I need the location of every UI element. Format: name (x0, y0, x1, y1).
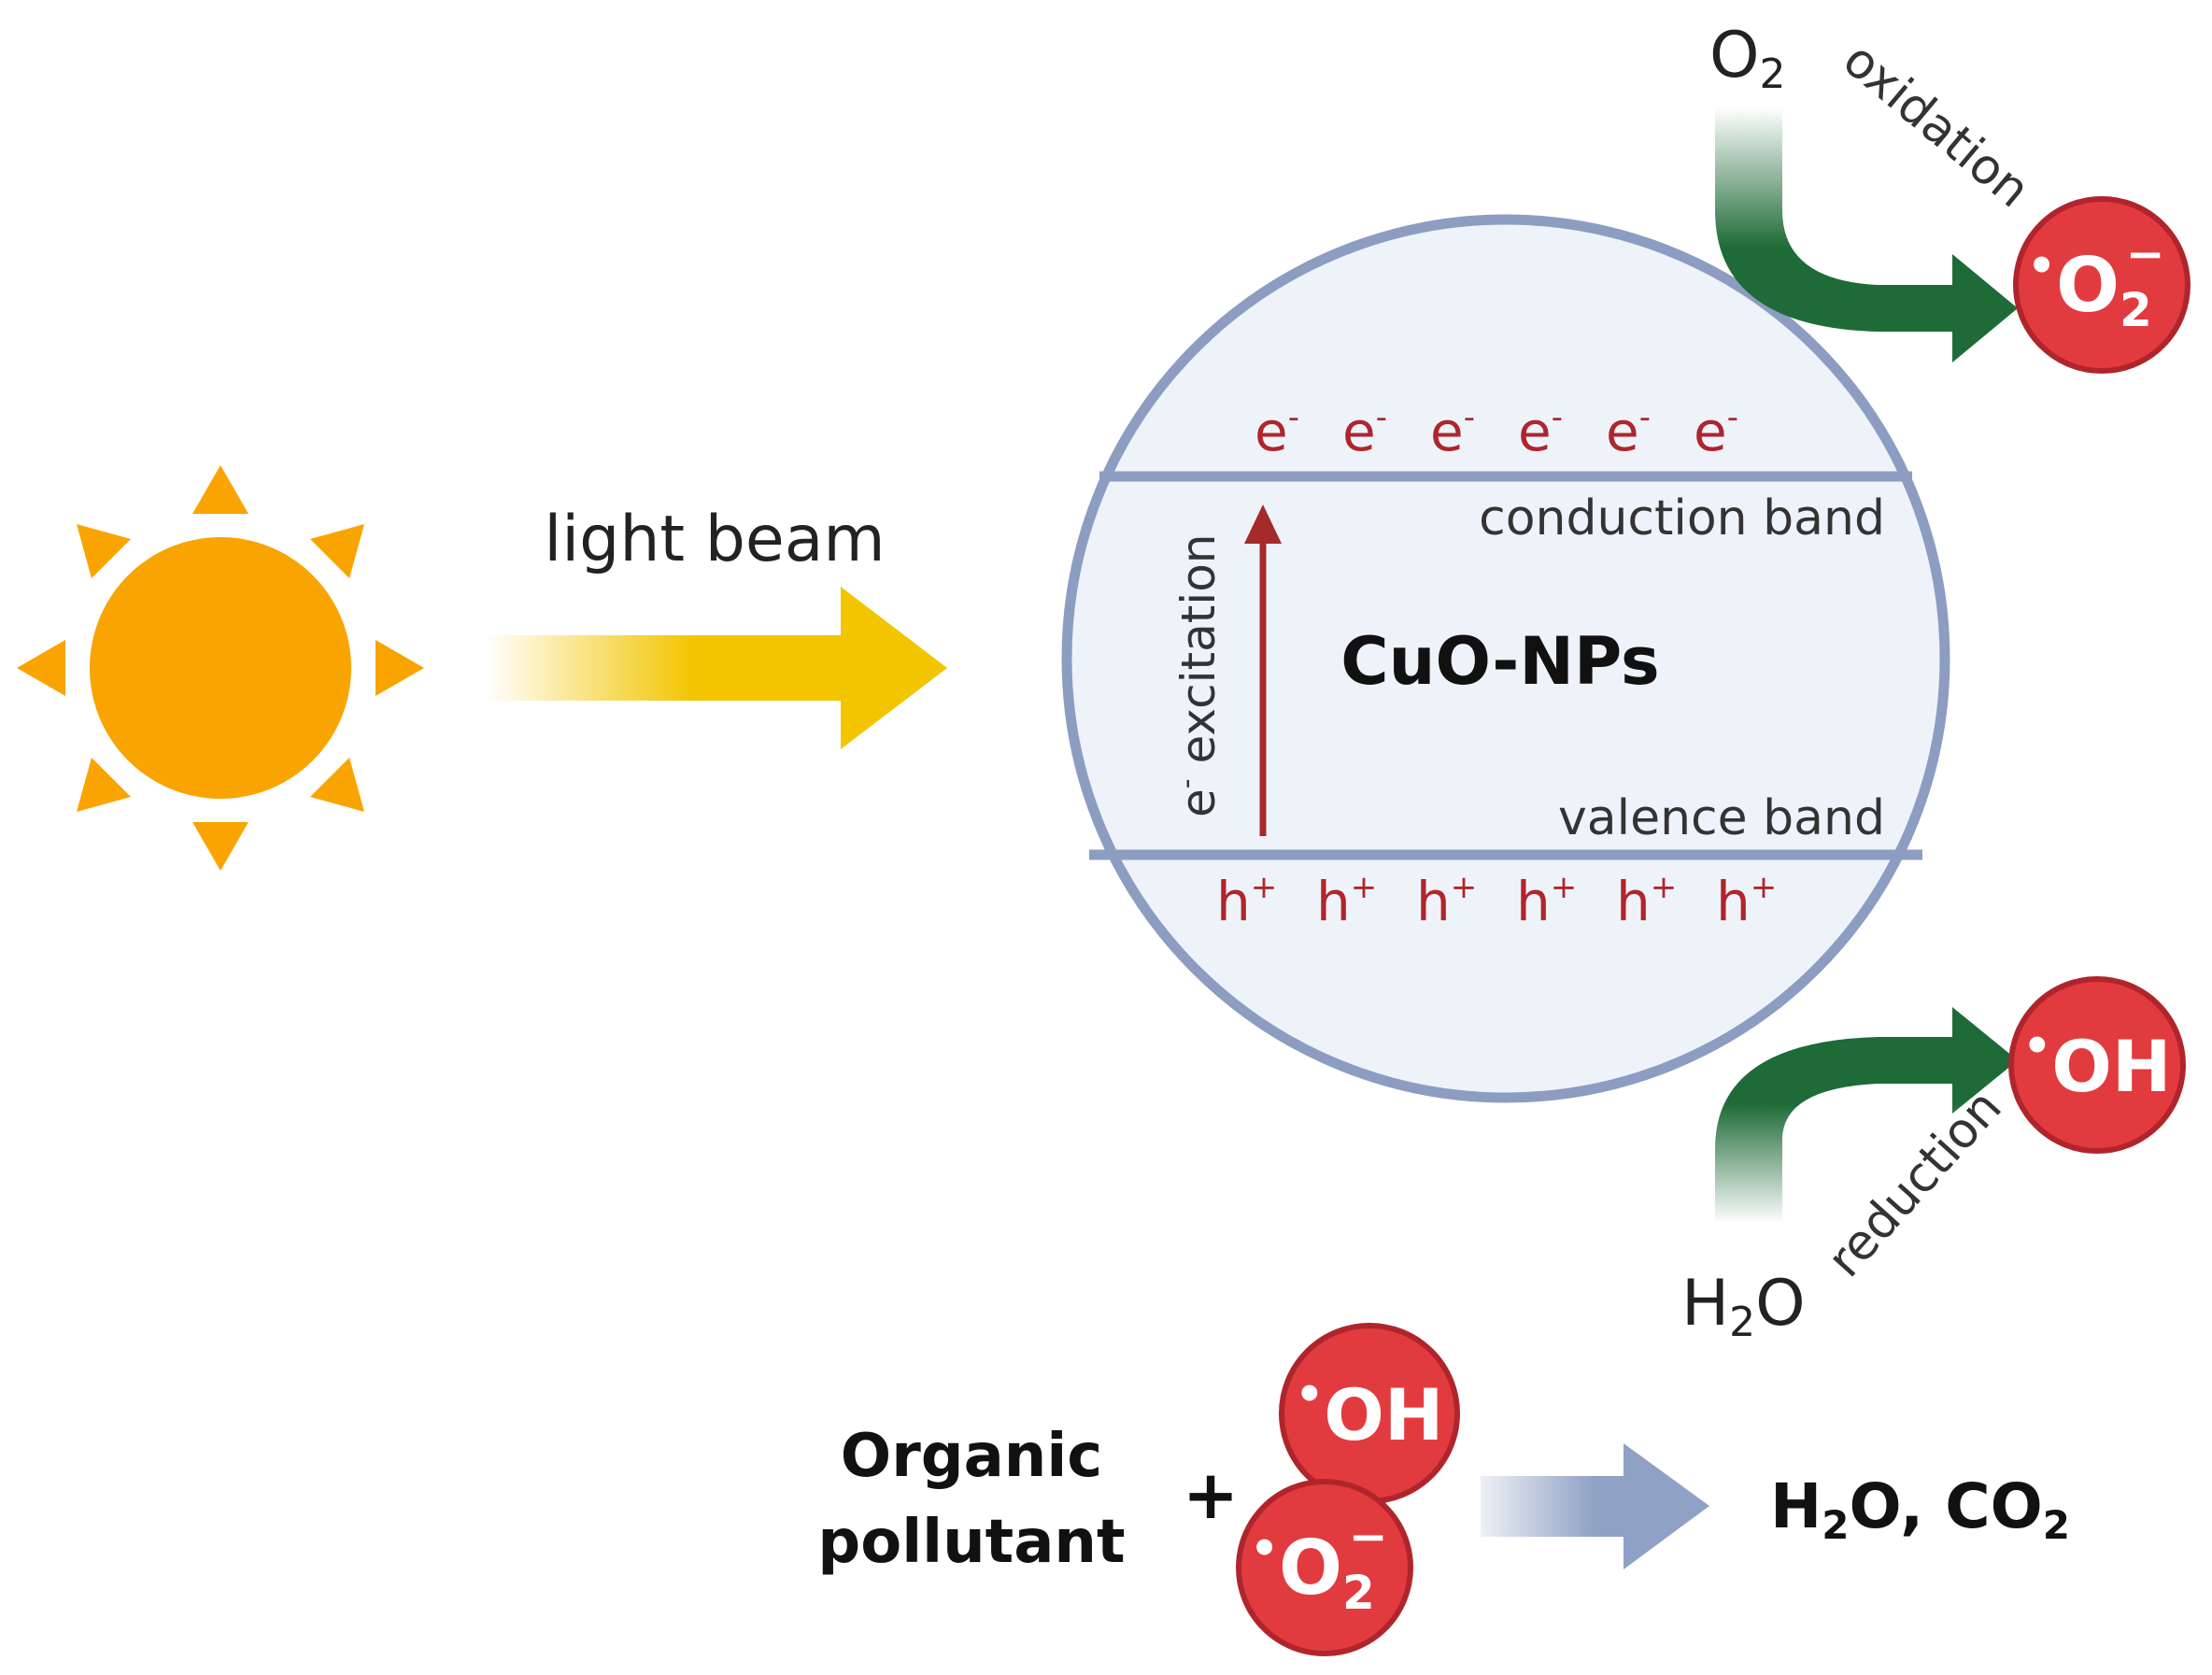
hole-row: h+ h+ h+ h+ h+ h+ (1216, 869, 1777, 933)
hydroxyl-radical-equation: •OH (1279, 1323, 1460, 1504)
equation-reactant-line1: Organic (841, 1422, 1102, 1491)
electron-1: e- (1255, 399, 1299, 463)
hole-3: h+ (1416, 869, 1477, 933)
superoxide-radical-top: •O2− (2013, 196, 2191, 374)
hole-2: h+ (1316, 869, 1377, 933)
electron-6: e- (1694, 399, 1738, 463)
excitation-label: e- excitation (1170, 534, 1226, 817)
equation-reactant-line2: pollutant (817, 1508, 1125, 1577)
reduction-label: reduction (1817, 1079, 2012, 1287)
conduction-band-label: conduction band (1479, 490, 1885, 547)
svg-text:•OH: •OH (2023, 1020, 2172, 1108)
light-beam-arrow (486, 587, 947, 749)
svg-text:•OH: •OH (1296, 1369, 1444, 1456)
cuo-nanoparticle (1061, 214, 1950, 1103)
o2-reactant-label: O2 (1709, 19, 1786, 98)
equation-arrow (1481, 1443, 1709, 1569)
oxidation-label: oxidation (1833, 32, 2040, 219)
reduction-arrow (1715, 1007, 2018, 1224)
valence-band-label: valence band (1558, 790, 1885, 846)
excitation-arrow-head (1244, 504, 1282, 544)
hole-5: h+ (1616, 869, 1677, 933)
svg-text:•O2−: •O2− (2027, 227, 2164, 337)
oxidation-arrow (1715, 107, 2018, 362)
sun-icon (17, 465, 424, 871)
electron-5: e- (1606, 399, 1651, 463)
hole-4: h+ (1516, 869, 1577, 933)
equation-products: H2O, CO2 (1770, 1470, 2070, 1548)
particle-label: CuO-NPs (1340, 623, 1659, 700)
electron-row: e-e-e-e-e-e- (1255, 399, 1738, 463)
hydroxyl-radical-right: •OH (2008, 976, 2186, 1154)
equation-plus: + (1183, 1455, 1239, 1534)
svg-text:•O2−: •O2− (1250, 1510, 1387, 1620)
electron-2: e- (1342, 399, 1387, 463)
particle-circle (1061, 214, 1950, 1103)
electron-3: e- (1430, 399, 1475, 463)
light-beam-label: light beam (544, 503, 885, 576)
superoxide-radical-equation: •O2− (1236, 1479, 1413, 1656)
hole-6: h+ (1716, 869, 1777, 933)
electron-4: e- (1518, 399, 1563, 463)
hole-1: h+ (1216, 869, 1277, 933)
h2o-reactant-label: H2O (1681, 1267, 1806, 1346)
